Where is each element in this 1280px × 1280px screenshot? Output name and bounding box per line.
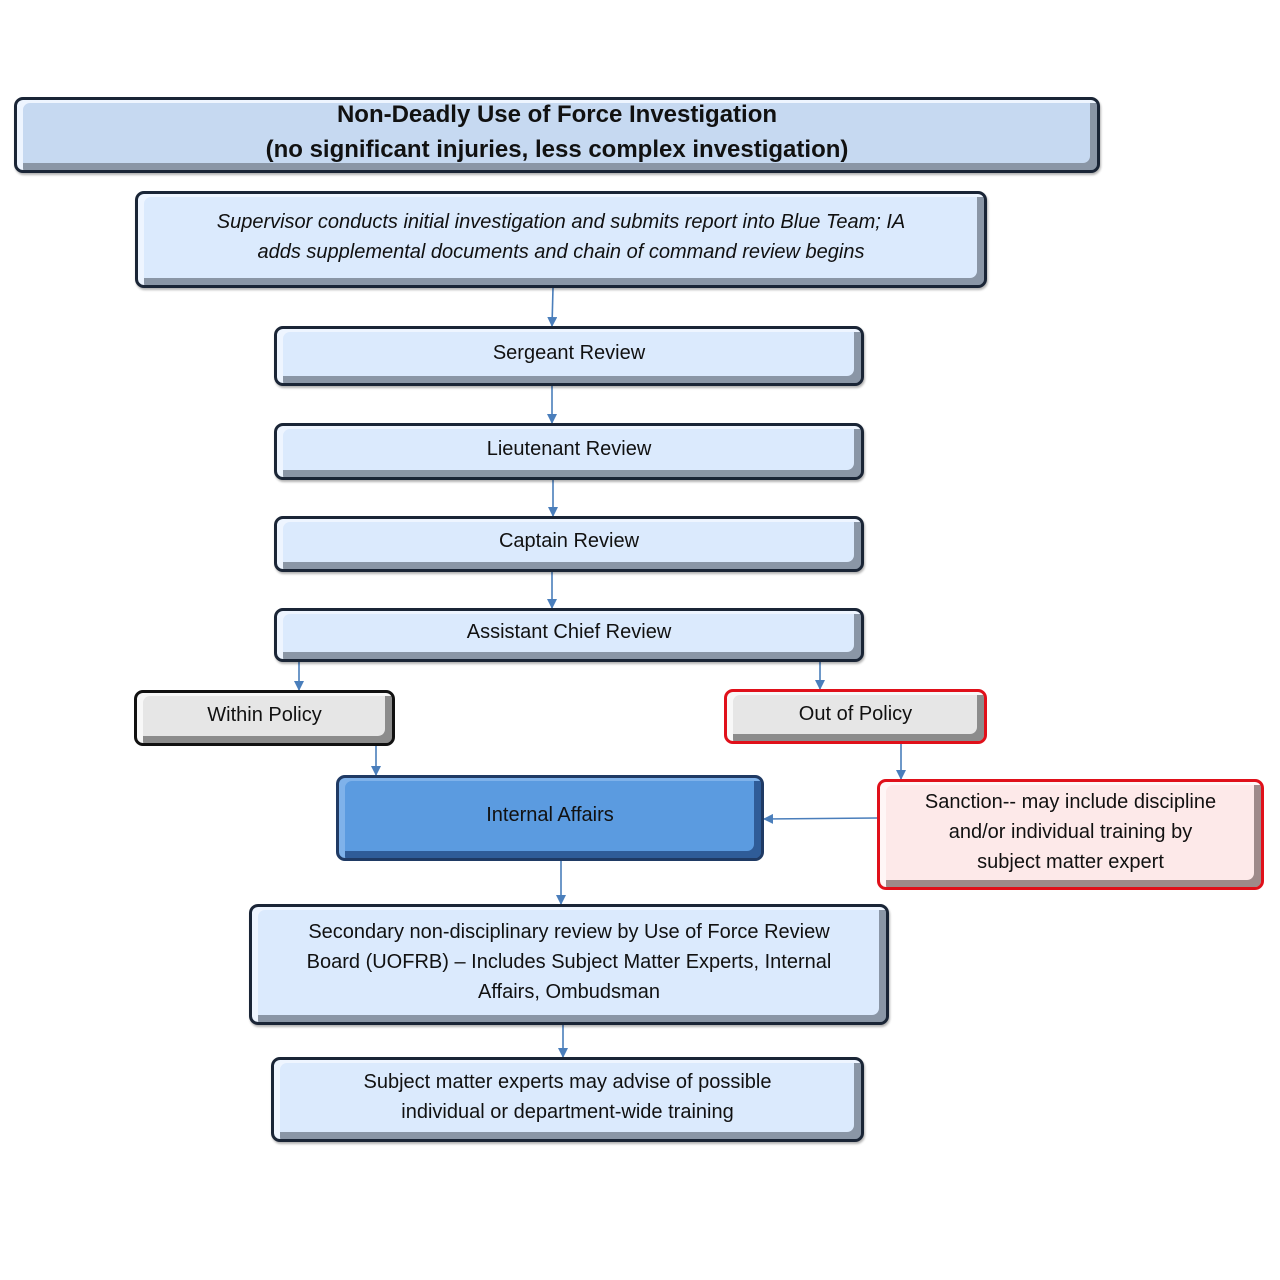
sme-line2: individual or department-wide training xyxy=(401,1100,734,1123)
supervisor-line2: adds supplemental documents and chain of… xyxy=(257,240,865,263)
sme-training-box: Subject matter experts may advise of pos… xyxy=(271,1057,864,1142)
supervisor-line1: Supervisor conducts initial investigatio… xyxy=(216,210,906,233)
captain-review-box: Captain Review xyxy=(274,516,864,572)
assistant-chief-label: Assistant Chief Review xyxy=(466,621,672,643)
captain-label: Captain Review xyxy=(498,530,640,552)
arrow-sanction-to-ia xyxy=(763,813,878,824)
lieutenant-label: Lieutenant Review xyxy=(486,437,652,460)
sergeant-review-box: Sergeant Review xyxy=(274,326,864,386)
sanction-line2: and/or individual training by xyxy=(948,820,1193,843)
sanction-line1: Sanction-- may include discipline xyxy=(924,790,1217,813)
sergeant-label: Sergeant Review xyxy=(492,342,646,364)
sanction-box: Sanction-- may include discipline and/or … xyxy=(877,779,1264,890)
out-of-policy-label: Out of Policy xyxy=(798,702,913,725)
secondary-review-box: Secondary non-disciplinary review by Use… xyxy=(249,904,889,1025)
secondary-line2: Board (UOFRB) – Includes Subject Matter … xyxy=(306,950,832,973)
secondary-line1: Secondary non-disciplinary review by Use… xyxy=(308,920,830,943)
internal-affairs-label: Internal Affairs xyxy=(486,804,614,826)
title-line2: (no significant injuries, less complex i… xyxy=(265,136,849,163)
title-box: Non-Deadly Use of Force Investigation (no… xyxy=(14,97,1100,173)
within-policy-box: Within Policy xyxy=(134,690,395,746)
sanction-line3: subject matter expert xyxy=(977,850,1164,873)
assistant-chief-review-box: Assistant Chief Review xyxy=(274,608,864,662)
supervisor-box: Supervisor conducts initial investigatio… xyxy=(135,191,987,288)
title-line1: Non-Deadly Use of Force Investigation xyxy=(336,101,778,128)
internal-affairs-box: Internal Affairs xyxy=(336,775,764,861)
arrow-supervisor-sergeant xyxy=(547,287,558,327)
sme-line1: Subject matter experts may advise of pos… xyxy=(363,1070,772,1093)
lieutenant-review-box: Lieutenant Review xyxy=(274,423,864,480)
within-policy-label: Within Policy xyxy=(207,704,322,726)
secondary-line3: Affairs, Ombudsman xyxy=(478,980,660,1003)
out-of-policy-box: Out of Policy xyxy=(724,689,987,744)
